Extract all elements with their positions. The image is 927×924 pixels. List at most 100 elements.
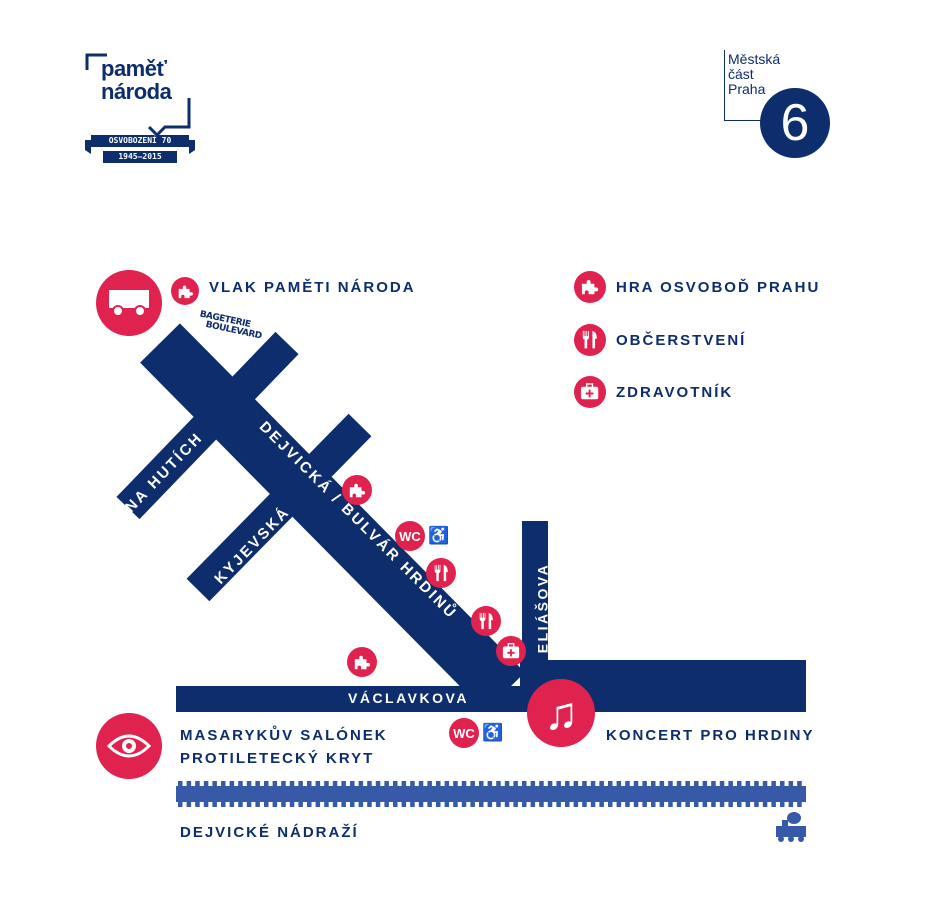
rail-tie	[195, 802, 200, 807]
rail-tie	[608, 802, 613, 807]
wc-icon[interactable]: WC	[449, 718, 479, 748]
rail-tie	[547, 781, 553, 786]
rail-tie	[582, 781, 587, 786]
legend-label-hra: HRA OSVOBOĎ PRAHU	[616, 279, 821, 296]
wheelchair-icon: ♿	[428, 526, 450, 545]
rail-tie	[203, 802, 209, 807]
rail-tie	[530, 781, 536, 786]
rail-tie	[633, 781, 639, 786]
rail-tie	[367, 802, 372, 807]
rail-tie	[651, 781, 656, 786]
rail-tie	[797, 781, 802, 786]
rail-tie	[410, 781, 415, 786]
rail-tie	[238, 781, 243, 786]
rail-tie	[599, 802, 604, 807]
rail-tie	[565, 781, 570, 786]
label-koncert-pro-hrdiny: KONCERT PRO HRDINY	[606, 727, 815, 744]
rail-tie	[178, 781, 183, 786]
rail-tie	[522, 781, 527, 786]
rail-tie	[590, 802, 596, 807]
legend-label-zdravotnik: ZDRAVOTNÍK	[616, 384, 734, 401]
rail-tie	[384, 781, 389, 786]
rail-tie	[393, 802, 398, 807]
music-note-icon[interactable]: ♫	[527, 679, 595, 747]
rail-tie	[496, 802, 501, 807]
rail-tie	[565, 802, 570, 807]
rail-tie	[298, 781, 303, 786]
road-kyjevska	[186, 413, 372, 602]
rail-tie	[771, 781, 776, 786]
puzzle-icon[interactable]	[347, 647, 377, 677]
rail-tie	[659, 781, 665, 786]
rail-tie	[504, 802, 510, 807]
fork-knife-icon[interactable]	[471, 606, 501, 636]
rail-tie	[685, 802, 690, 807]
eye-icon[interactable]	[96, 713, 162, 779]
fork-knife-icon[interactable]	[426, 558, 456, 588]
rail-tie	[298, 802, 303, 807]
rail-tie	[203, 781, 209, 786]
rail-tie	[702, 781, 708, 786]
rail-tie	[427, 802, 432, 807]
rail-tie	[229, 802, 235, 807]
rail-tie	[522, 802, 527, 807]
rail-tie	[401, 802, 407, 807]
street-label-vaclavkova: VÁCLAVKOVA	[348, 690, 469, 706]
rail-tie	[238, 802, 243, 807]
rail-tie	[625, 802, 630, 807]
rail-tie	[332, 802, 338, 807]
rail-tie	[178, 802, 183, 807]
rail-tie	[788, 781, 794, 786]
praha6-line3: Praha	[728, 81, 766, 97]
rail-tie	[762, 802, 768, 807]
praha6-line1: Městská	[728, 51, 781, 67]
rail-tie	[315, 781, 321, 786]
rail-tie	[461, 781, 467, 786]
rail-tie	[685, 781, 690, 786]
rail-tie	[427, 781, 432, 786]
train-wagon-icon[interactable]	[96, 270, 162, 336]
puzzle-icon[interactable]	[342, 475, 372, 505]
rail-tie	[702, 802, 708, 807]
rail-tie	[780, 802, 785, 807]
wheelchair-icon: ♿	[482, 723, 504, 742]
legend-puzzle-icon	[574, 271, 606, 303]
rail-tie	[573, 781, 579, 786]
rail-tie	[324, 802, 329, 807]
rail-tie	[668, 802, 673, 807]
road-na-hutich	[116, 331, 299, 520]
rail-tie	[281, 802, 286, 807]
rail-tie	[272, 802, 278, 807]
rail-tie	[556, 781, 561, 786]
rail-tie	[582, 802, 587, 807]
rail-tie	[496, 781, 501, 786]
rail-tie	[745, 802, 751, 807]
rail-tie	[780, 781, 785, 786]
rail-tie	[436, 802, 441, 807]
legend-first-aid-icon	[574, 376, 606, 408]
rail-tie	[642, 781, 647, 786]
praha6-line2: část	[728, 66, 754, 82]
rail-tie	[229, 781, 235, 786]
rail-tie	[530, 802, 536, 807]
rail-tie	[272, 781, 278, 786]
puzzle-icon[interactable]	[171, 277, 199, 305]
rail-tie	[590, 781, 596, 786]
rail-tie	[728, 781, 733, 786]
rail-tie	[694, 781, 699, 786]
wc-icon[interactable]: WC	[395, 521, 425, 551]
pamet-naroda-logo: paměť národa OSVOBOZENÍ 70 1945–2015	[85, 52, 195, 167]
rail-tie	[453, 802, 458, 807]
rail-tie	[547, 802, 553, 807]
first-aid-icon[interactable]	[496, 636, 526, 666]
steam-locomotive-icon	[774, 812, 808, 847]
rail-tie	[384, 802, 389, 807]
rail-tie	[315, 802, 321, 807]
rail-tie	[289, 802, 295, 807]
rail-tie	[418, 781, 424, 786]
rail-tie	[375, 781, 381, 786]
rail-tie	[289, 781, 295, 786]
rail-tie	[651, 802, 656, 807]
rail-tie	[487, 802, 493, 807]
